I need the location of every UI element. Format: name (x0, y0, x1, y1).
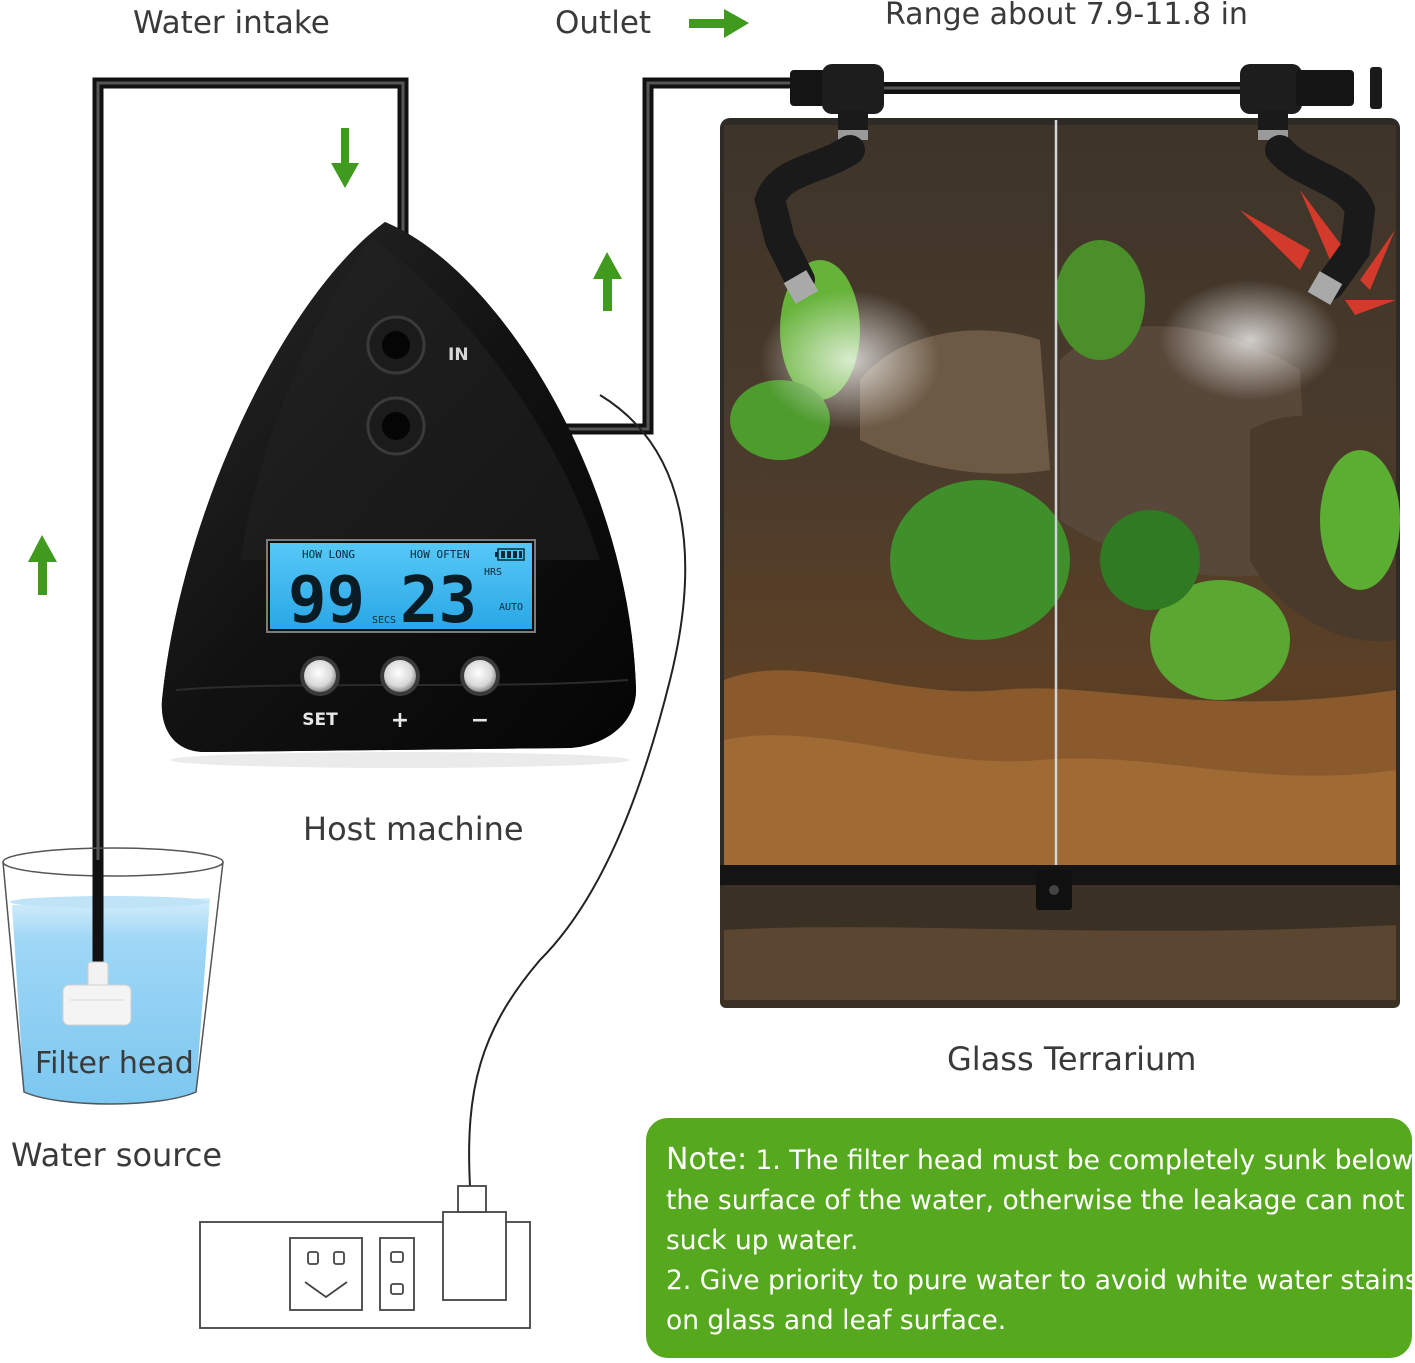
lcd-often-value: 23 (400, 564, 477, 638)
power-strip (199, 1185, 531, 1329)
note-box: Note: 1. The filter head must be complet… (646, 1118, 1415, 1358)
port-in-label: IN (448, 345, 469, 365)
glass-terrarium (720, 118, 1400, 1008)
socket-two-pin (379, 1237, 415, 1311)
note-line-2: the surface of the water, otherwise the … (666, 1185, 1405, 1216)
water-source-label: Water source (11, 1136, 223, 1174)
outlet-label: Outlet (555, 5, 652, 41)
range-label: Range about 7.9-11.8 in (885, 0, 1248, 32)
host-machine-label: Host machine (303, 810, 524, 848)
lcd-how-long-label: HOW LONG (302, 548, 355, 561)
minus-button[interactable] (460, 656, 500, 696)
glass-terrarium-label: Glass Terrarium (947, 1040, 1197, 1078)
nozzle-right (1240, 64, 1382, 305)
arrow-right-outlet-icon (689, 9, 749, 38)
note-text-1: 1. The filter head must be completely su… (747, 1145, 1414, 1176)
water-cup (2, 847, 224, 1105)
lcd-display: HOW LONG HOW OFTEN 99 SECS 23 HRS AUTO (266, 539, 536, 638)
filter-head-label: Filter head (35, 1046, 194, 1081)
note-line-5: on glass and leaf surface. (666, 1305, 1007, 1336)
nozzle-left (754, 64, 884, 304)
note-line-4: 2. Give priority to pure water to avoid … (666, 1265, 1415, 1296)
lcd-secs-unit: SECS (372, 615, 396, 626)
battery-icon (495, 548, 525, 561)
plus-button-label: + (391, 708, 409, 733)
arrow-up-outlet-icon (593, 252, 622, 311)
lcd-mode: AUTO (499, 602, 523, 613)
power-cable (468, 394, 687, 1187)
water-intake-label: Water intake (133, 5, 330, 41)
minus-button-label: − (471, 708, 489, 733)
socket-three-pin (289, 1237, 363, 1311)
set-button-label: SET (302, 710, 338, 730)
note-line-3: suck up water. (666, 1225, 859, 1256)
intake-hose (92, 77, 409, 965)
arrow-up-source-icon (28, 535, 57, 595)
usb-plug-icon (442, 1211, 507, 1301)
lcd-long-value: 99 (288, 564, 365, 638)
note-line-1: Note: 1. The filter head must be complet… (666, 1140, 1413, 1181)
lcd-how-often-label: HOW OFTEN (410, 548, 470, 561)
set-button[interactable] (300, 656, 340, 696)
lcd-hrs-unit: HRS (484, 567, 502, 578)
arrow-down-intake-icon (331, 128, 359, 188)
filter-head-icon (62, 961, 132, 1026)
plus-button[interactable] (380, 656, 420, 696)
host-machine: IN HOW LONG HOW OFTEN 99 SECS 23 HRS AUT… (161, 222, 636, 768)
note-heading: Note: (666, 1142, 748, 1177)
